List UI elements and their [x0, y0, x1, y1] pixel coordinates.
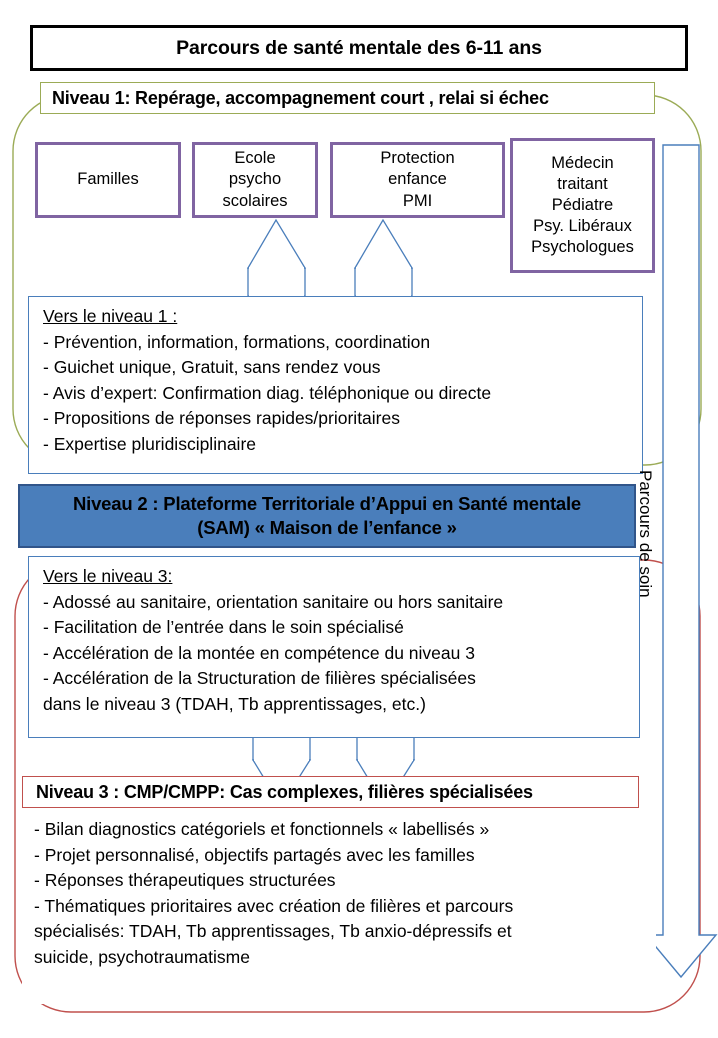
- actor-box-familles: Familles: [35, 142, 181, 218]
- level1-detail-line: - Prévention, information, formations, c…: [43, 331, 431, 352]
- pathway-vertical-label: Parcours de soin: [636, 470, 655, 598]
- level3-detail-line: - Bilan diagnostics catégoriels et fonct…: [34, 819, 490, 839]
- level2-detail-line: - Adossé au sanitaire, orientation sanit…: [43, 591, 504, 612]
- arrow-down-right: [356, 735, 415, 761]
- level1-detail-line: - Avis d’expert: Confirmation diag. télé…: [43, 382, 492, 403]
- actor-line: Protection: [380, 149, 455, 168]
- actor-line: Pédiatre: [551, 195, 614, 214]
- page-title: Parcours de santé mentale des 6-11 ans: [30, 25, 688, 71]
- actor-line: Psychologues: [531, 238, 634, 257]
- actor-box-ecole: Ecole psycho scolaires: [192, 142, 318, 218]
- level3-detail-line: - Projet personnalisé, objectifs partagé…: [34, 844, 475, 865]
- level2-detail-box: Vers le niveau 3: - Adossé au sanitaire,…: [28, 556, 640, 738]
- actor-line: Médecin: [551, 153, 614, 172]
- level1-detail-line: - Propositions de réponses rapides/prior…: [43, 408, 400, 429]
- level3-detail-box: - Bilan diagnostics catégoriels et fonct…: [22, 810, 656, 1004]
- actor-line: psycho: [228, 170, 282, 189]
- level3-detail-line: spécialisés: TDAH, Tb apprentissages, Tb…: [34, 921, 512, 942]
- level2-banner-line2: (SAM) « Maison de l’enfance »: [197, 517, 457, 538]
- level2-detail-line: - Facilitation de l’entrée dans le soin …: [43, 617, 404, 638]
- actor-line: traitant: [557, 174, 608, 193]
- level3-detail-line: - Réponses thérapeutiques structurées: [34, 870, 336, 891]
- arrow-down-left: [252, 735, 311, 761]
- actor-line: scolaires: [222, 191, 288, 210]
- page-title-text: Parcours de santé mentale des 6-11 ans: [176, 36, 542, 59]
- level2-banner-line1: Niveau 2 : Plateforme Territoriale d’App…: [72, 492, 582, 514]
- level2-banner: Niveau 2 : Plateforme Territoriale d’App…: [18, 484, 636, 548]
- arrow-up-ecole: [247, 267, 306, 297]
- level3-header-text: Niveau 3 : CMP/CMPP: Cas complexes, fili…: [36, 781, 533, 802]
- level1-detail-box: Vers le niveau 1 : - Prévention, informa…: [28, 296, 643, 474]
- actor-line: Psy. Libéraux: [533, 217, 632, 236]
- level2-detail-line: - Accélération de la montée en compétenc…: [43, 642, 475, 663]
- level3-detail-line: - Thématiques prioritaires avec création…: [34, 895, 514, 916]
- level1-detail-line: - Guichet unique, Gratuit, sans rendez v…: [43, 357, 381, 378]
- level1-detail-line: - Expertise pluridisciplinaire: [43, 433, 256, 454]
- actor-line: Ecole: [234, 149, 276, 168]
- actor-line: enfance: [388, 170, 447, 189]
- level2-detail-line: dans le niveau 3 (TDAH, Tb apprentissage…: [43, 693, 426, 714]
- level2-detail-line: - Accélération de la Structuration de fi…: [43, 668, 476, 689]
- arrow-up-ecole-head: [246, 218, 307, 269]
- actor-line: PMI: [402, 191, 433, 210]
- actor-box-medecin-traitant: Médecin traitant Pédiatre Psy. Libéraux …: [510, 138, 655, 273]
- level3-detail-line: suicide, psychotraumatisme: [34, 946, 250, 967]
- level1-header: Niveau 1: Repérage, accompagnement court…: [40, 82, 655, 114]
- actor-box-protection-enfance: Protection enfance PMI: [330, 142, 505, 218]
- level1-header-text: Niveau 1: Repérage, accompagnement court…: [52, 87, 549, 108]
- level1-detail-heading: Vers le niveau 1 :: [43, 306, 178, 326]
- level2-detail-heading: Vers le niveau 3:: [43, 566, 173, 586]
- arrow-up-protection-head: [353, 218, 414, 269]
- arrow-up-protection: [354, 267, 413, 297]
- pathway-down-arrow: [644, 144, 718, 979]
- actor-line: Familles: [77, 170, 139, 189]
- level3-header: Niveau 3 : CMP/CMPP: Cas complexes, fili…: [22, 776, 639, 808]
